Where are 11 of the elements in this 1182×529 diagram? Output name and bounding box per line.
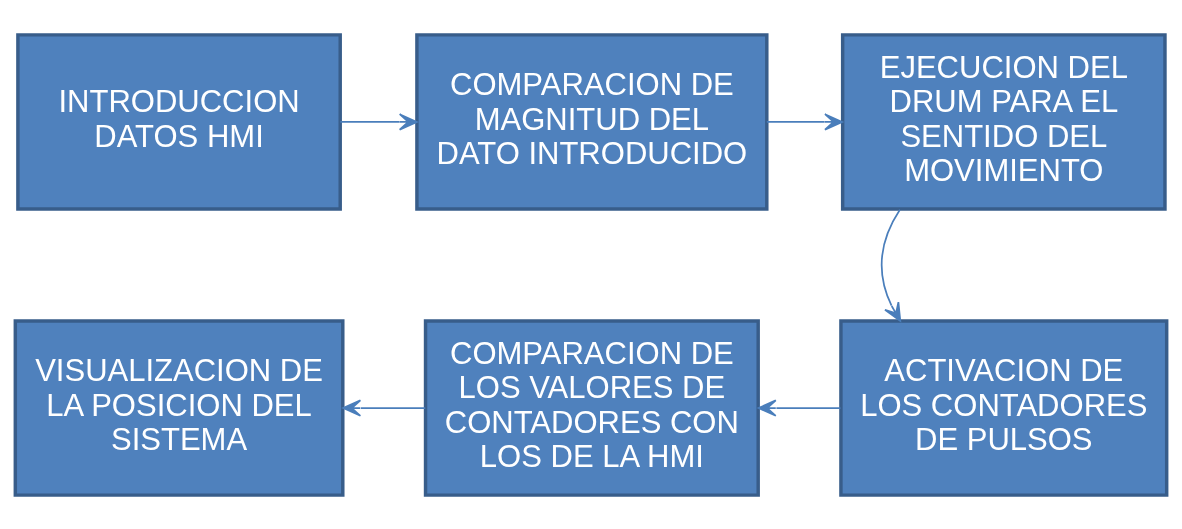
arrow [765, 112, 844, 131]
node-box: EJECUCION DEL DRUM PARA EL SENTIDO DEL MOVIMIENTO [840, 32, 1167, 211]
node-box: COMPARACION DE MAGNITUD DEL DATO INTRODUCIDO [415, 32, 769, 211]
node-box: INTRODUCCION DATOS HMI [16, 32, 342, 211]
node-box: VISUALIZACION DE LA POSICION DEL SISTEMA [13, 318, 345, 497]
arrow [757, 398, 842, 417]
arrow [880, 208, 902, 322]
node-box: COMPARACION DE LOS VALORES DE CONTADORES CON LOS DE LA HMI [423, 318, 760, 497]
arrow [342, 398, 427, 417]
arrow [339, 112, 418, 131]
node-box: ACTIVACION DE LOS CONTADORES DE PULSOS [839, 318, 1169, 497]
